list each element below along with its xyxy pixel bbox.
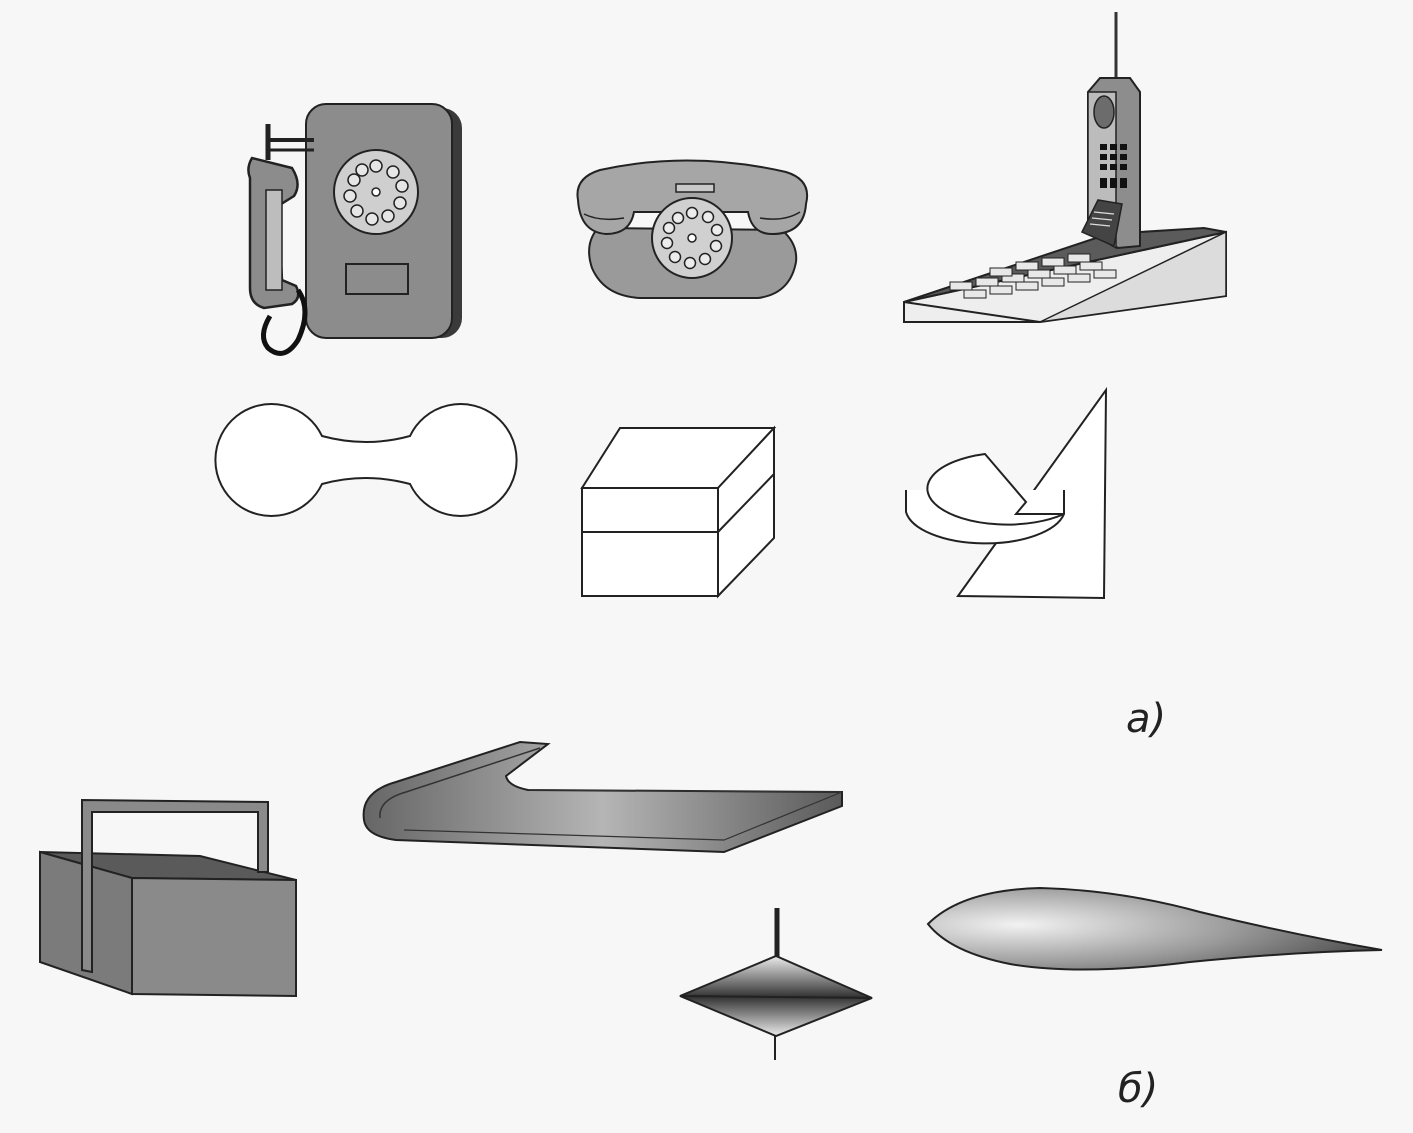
cylinder-and-triangle-icon: [905, 386, 1108, 600]
part-b-label: б): [1118, 1066, 1158, 1112]
box-shape-icon: [580, 425, 777, 599]
mobile-phone-with-base-icon: [903, 12, 1227, 323]
hook-plate-icon: [362, 740, 843, 854]
basket-icon: [39, 798, 297, 998]
desk-rotary-phone-icon: [576, 159, 808, 299]
spinning-top-icon: [679, 908, 873, 1060]
dumbbell-shape-icon: [214, 403, 518, 517]
part-a-label: а): [1126, 696, 1166, 742]
wing-profile-icon: [926, 886, 1383, 971]
wall-rotary-phone-icon: [247, 103, 462, 356]
